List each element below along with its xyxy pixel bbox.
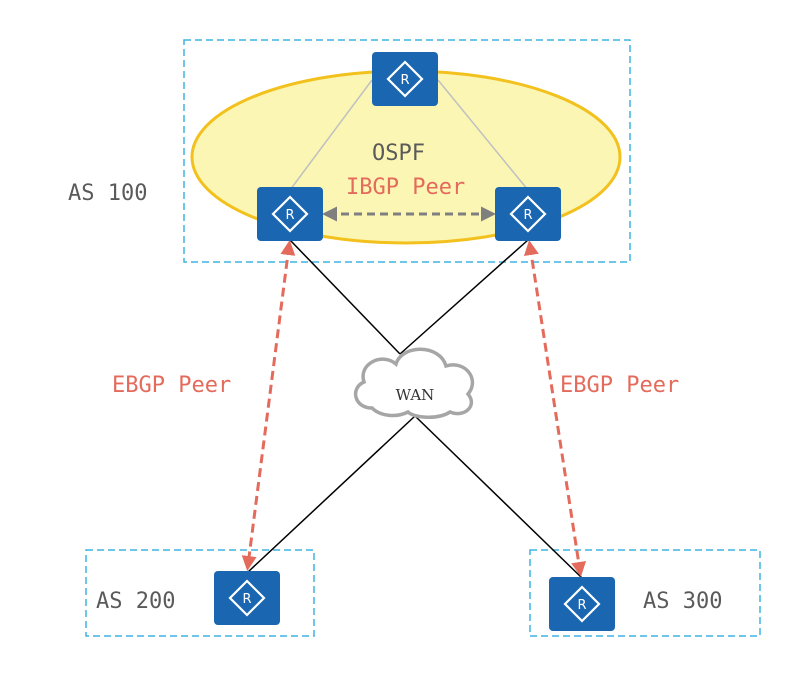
as100-box [183,39,631,263]
as200-label: AS 200 [96,589,175,614]
as200-box [85,549,315,637]
ospf-label: OSPF [372,141,425,166]
router-letter: R [242,592,251,607]
wan-label: WAN [396,386,435,404]
wan-link-as300 [414,415,583,579]
router-letter: R [400,73,409,88]
wan-link-as100-right [399,239,529,355]
wan-link-as200 [247,415,416,573]
ebgp-peer-arrow-left [241,240,296,571]
ospf-link-left [289,79,373,191]
wan-link-as100-left [289,239,401,355]
router-icon: R [370,50,440,108]
ebgp-peer-label-right: EBGP Peer [560,373,679,398]
ospf-link-right [437,79,529,191]
router-icon: R [255,185,325,243]
as300-box [529,549,761,637]
router-icon: R [493,185,563,243]
router-icon: R [547,575,617,633]
as300-label: AS 300 [643,589,722,614]
ibgp-peer-label: IBGP Peer [346,175,465,200]
router-letter: R [577,598,586,613]
as100-label: AS 100 [68,181,147,206]
router-letter: R [285,208,294,223]
wan-cloud-icon: WAN [353,347,475,419]
ebgp-peer-arrow-right [523,240,587,577]
router-letter: R [523,208,532,223]
router-icon: R [212,569,282,627]
ebgp-peer-label-left: EBGP Peer [112,373,231,398]
